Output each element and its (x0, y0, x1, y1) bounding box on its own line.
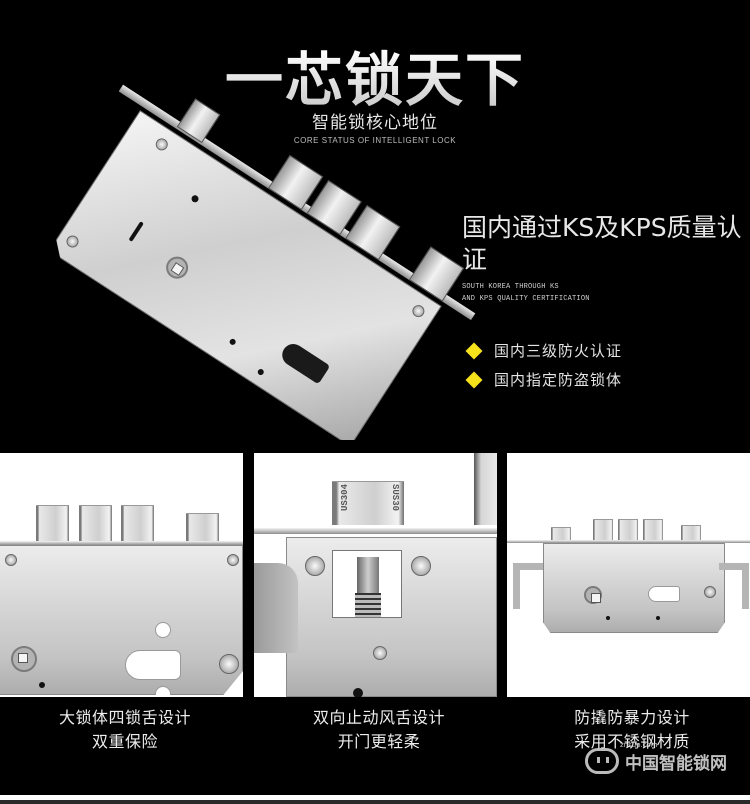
bottom-divider (0, 795, 750, 800)
faceplate-edge (254, 528, 497, 534)
latch-window (332, 550, 402, 618)
caption-panel-2: 双向止动风舌设计 开门更轻柔 (254, 706, 504, 754)
lock-bolt (593, 519, 613, 541)
chat-bubble-icon (585, 748, 619, 774)
lock-bolt (121, 505, 154, 541)
lock-bolt (186, 513, 219, 541)
lock-case (286, 537, 497, 697)
screw-icon (410, 303, 427, 320)
hook-latch-right (719, 563, 749, 609)
hero-subtitle-en: CORE STATUS OF INTELLIGENT LOCK (293, 136, 457, 145)
lock-bolt (618, 519, 638, 541)
screw-icon (219, 654, 239, 674)
diamond-icon (465, 342, 483, 359)
mortise-lock-image (49, 84, 476, 440)
lock-case (543, 543, 725, 633)
caption-line-1: 大锁体四锁舌设计 (58, 708, 191, 727)
slot (129, 221, 144, 242)
lock-case (0, 545, 243, 695)
hero-title: 一芯锁天下 (0, 48, 750, 112)
hook-latch-left (513, 563, 543, 609)
screw-icon (305, 556, 325, 576)
bullet-text: 国内三级防火认证 (494, 342, 623, 360)
bullet-item: 国内指定防盗锁体 (465, 365, 622, 394)
faceplate-edge (0, 541, 243, 545)
panel-full-lock-image (507, 453, 750, 697)
caption-line-1: 双向止动风舌设计 (312, 708, 445, 727)
diamond-icon (465, 371, 483, 388)
screw-icon (411, 556, 431, 576)
caption-panel-1: 大锁体四锁舌设计 双重保险 (0, 706, 250, 754)
hook-latch (254, 563, 298, 653)
spring-coil (355, 593, 381, 617)
cert-en-line-2: AND KPS QUALITY CERTIFICATION (462, 295, 590, 303)
hole (257, 368, 265, 376)
cylinder-keyhole (648, 586, 680, 602)
hole (353, 688, 363, 697)
watermark-url: znsuo.com (620, 741, 658, 749)
panel-four-bolts-image (0, 453, 243, 697)
lock-case (49, 110, 442, 440)
caption-line-1: 防撬防暴力设计 (574, 708, 690, 727)
hole (229, 338, 237, 346)
caption-line-2: 双重保险 (91, 732, 158, 751)
screw-icon (64, 233, 81, 250)
certification-title: 国内通过KS及KPS质量认证 (462, 213, 742, 274)
stamp-text: SUS30 (390, 484, 400, 512)
hole (606, 616, 610, 620)
hero-section: 一芯锁天下 智能锁核心地位 CORE STATUS OF INTELLIGENT… (0, 0, 750, 440)
lock-bolt (643, 519, 663, 541)
lock-bolt (79, 505, 112, 541)
latch-bolt (551, 527, 571, 541)
hole (656, 616, 660, 620)
stamp-text: US304 (340, 484, 350, 512)
spindle-hole (162, 252, 192, 282)
latch-bolt: US304 SUS30 (332, 481, 404, 525)
certification-subtitle-en: SOUTH KOREA THROUGH KS AND KPS QUALITY C… (462, 281, 590, 305)
bullet-item: 国内三级防火认证 (465, 336, 622, 365)
lock-bolt (36, 505, 69, 541)
caption-line-2: 采用不锈钢材质 (574, 732, 690, 751)
caption-line-2: 开门更轻柔 (337, 732, 421, 751)
spindle-hole (584, 586, 602, 604)
spindle-hole (11, 646, 37, 672)
lock-bolt (681, 525, 701, 541)
screw-icon (227, 554, 239, 566)
cert-en-line-1: SOUTH KOREA THROUGH KS (462, 283, 559, 291)
hole (39, 682, 45, 688)
faceplate-vertical (474, 453, 497, 525)
faceplate-edge (507, 540, 750, 543)
feature-bullets: 国内三级防火认证 国内指定防盗锁体 (465, 336, 622, 394)
screw-icon (5, 554, 17, 566)
hole (190, 194, 200, 204)
watermark-text: 中国智能锁网 (625, 753, 727, 774)
cylinder-keyhole (125, 650, 181, 680)
panel-latch-detail-image: US304 SUS30 (254, 453, 497, 697)
bullet-text: 国内指定防盗锁体 (494, 371, 623, 389)
latch-spring (357, 557, 379, 597)
bottom-bar (0, 800, 750, 804)
hero-subtitle: 智能锁核心地位 (312, 113, 438, 133)
hole (155, 686, 171, 695)
hole (155, 622, 171, 638)
watermark: 中国智能锁网 (585, 748, 727, 774)
cylinder-keyhole (278, 340, 330, 385)
rivet-icon (373, 646, 387, 660)
caption-panel-3: 防撬防暴力设计 采用不锈钢材质 (507, 706, 750, 754)
screw-icon (704, 586, 716, 598)
